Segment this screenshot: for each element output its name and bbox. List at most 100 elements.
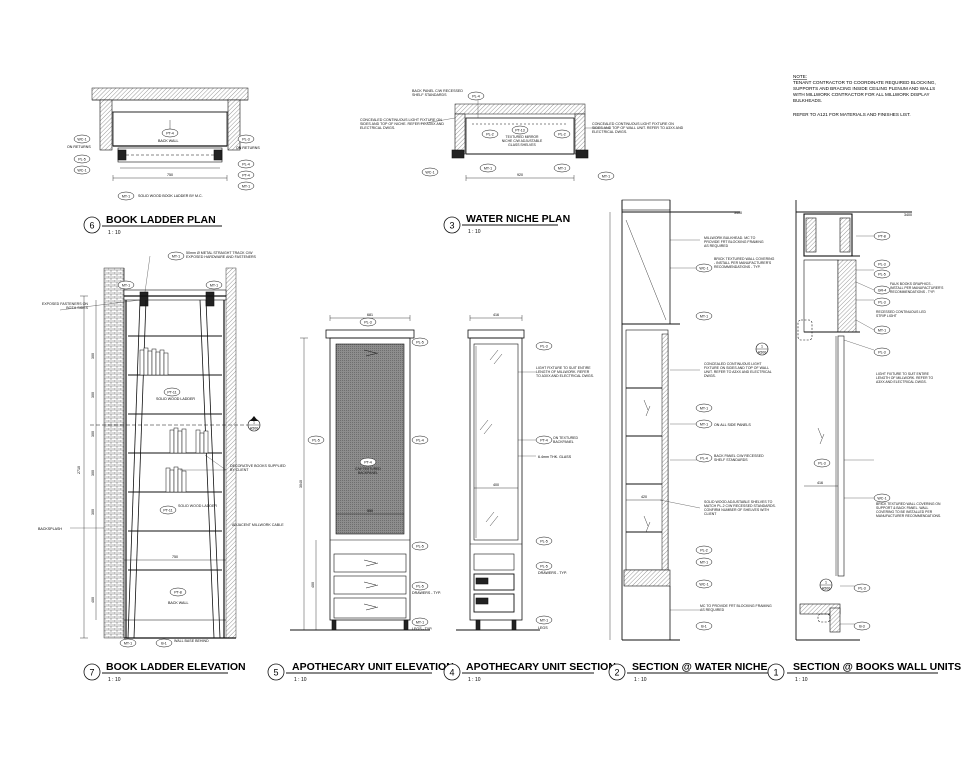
svg-text:WC-1: WC-1 [77, 137, 86, 141]
annotation: CONCEALED CONTINUOUS LIGHT FIXTURE ON SI… [592, 122, 683, 134]
tag-bubble: MT-1 [117, 191, 135, 201]
tag-bubble: MT-1 [167, 251, 185, 261]
svg-text:PL-2: PL-2 [558, 132, 566, 136]
dimension: 920 [517, 173, 523, 177]
annotation: BACK PANEL C/W RECESSED SHELF STANDARDS [714, 454, 764, 462]
dimension: 416 [817, 481, 823, 485]
view-title: APOTHECARY UNIT SECTION [466, 661, 616, 673]
general-note-reference: REFER TO A121 FOR MATERIALS AND FINISHES… [793, 112, 911, 117]
tag-bubble: WC-1 [695, 579, 713, 589]
tag-bubble: PL-3 [813, 458, 831, 468]
annotation: DRAWERS - TYP. [538, 571, 567, 575]
section-books-wall-tags: PT-8 PL-3 PL-5 GR-4 PL-3 MT-1 PL-3 PL-3 … [755, 213, 943, 631]
tag-bubble: MT-1 [535, 615, 553, 625]
tag-bubble: PT-8 [873, 231, 891, 241]
tag-bubble: MT-1 [479, 163, 497, 173]
book-ladder-elevation-tags: MT-1 MT-1 MT-1 PT-11 PT-11 PT-8 MT-1 B-1… [38, 251, 286, 648]
dimension: 300 [91, 509, 95, 515]
tag-bubble: MT-1 [597, 171, 615, 181]
annotation: 6.4mm THK. GLASS [538, 455, 572, 459]
tag-bubble: WC-1 [695, 263, 713, 273]
tag-bubble: MT-1 [695, 403, 713, 413]
annotation: SOLID WOOD LADDER [178, 504, 217, 508]
svg-text:PT-4: PT-4 [166, 131, 174, 135]
svg-text:PL-4: PL-4 [472, 94, 480, 98]
tag-bubble: PL-3 [535, 341, 553, 351]
svg-text:PT-8: PT-8 [878, 234, 886, 238]
view-title: SECTION @ WATER NICHE [632, 661, 767, 673]
svg-text:PL-3: PL-3 [242, 137, 250, 141]
svg-text:PL-4: PL-4 [700, 456, 708, 460]
svg-text:A500: A500 [250, 427, 258, 431]
annotation: WALL BASE BEHIND [174, 639, 209, 643]
annotation: ON RETURNS [67, 145, 91, 149]
annotation: DECORATIVE BOOKS SUPPLIED BY CLIENT [230, 464, 286, 472]
svg-text:B-1: B-1 [161, 641, 167, 645]
tag-bubble: MT-1 [411, 617, 429, 627]
tag-bubble: MT-1 [695, 311, 713, 321]
annotation: C/W TEXTURED BACKPANEL [355, 467, 381, 475]
svg-text:MT-1: MT-1 [700, 314, 708, 318]
svg-text:PL-3: PL-3 [540, 344, 548, 348]
tag-bubble: PL-3 [237, 134, 255, 144]
general-note: NOTE: TENANT CONTRACTOR TO COORDINATE RE… [793, 74, 936, 117]
svg-text:PL-3: PL-3 [818, 461, 826, 465]
tag-bubble: PT-11 [163, 387, 181, 397]
svg-text:PT-13: PT-13 [515, 128, 525, 132]
section-callout: 1 A500 [247, 416, 261, 432]
annotation: BACK PANEL C/W RECESSED SHELF STANDARDS [412, 89, 463, 97]
annotation: SOLID WOOD BOOK LADDER BY M.C. [138, 194, 203, 198]
svg-text:MT-1: MT-1 [122, 194, 130, 198]
view-scale: 1 : 10 [634, 677, 647, 683]
svg-text:PL-3: PL-3 [878, 350, 886, 354]
view-scale: 1 : 10 [294, 677, 307, 683]
tag-bubble: MT-1 [119, 638, 137, 648]
dimension: 3400 [904, 213, 912, 217]
svg-text:WC-1: WC-1 [77, 168, 86, 172]
svg-text:MT-1: MT-1 [602, 174, 610, 178]
svg-text:A500: A500 [758, 351, 766, 355]
general-note-line: SUPPORTS AND BRACING INSIDE CEILING PLEN… [793, 86, 935, 91]
svg-text:PL-5: PL-5 [416, 340, 424, 344]
tag-bubble: PL-4 [467, 91, 485, 101]
view-title-book-ladder-elevation: 7 BOOK LADDER ELEVATION 1 : 10 [83, 661, 246, 683]
tag-bubble: GR-4 [873, 285, 891, 295]
svg-text:PL-5: PL-5 [878, 272, 886, 276]
tag-bubble: PL-5 [411, 581, 429, 591]
tag-bubble: PL-5 [535, 536, 553, 546]
dimension: 750 [167, 173, 173, 177]
tag-bubble: PL-4 [237, 159, 255, 169]
tag-bubble: PL-3 [873, 347, 891, 357]
dimension: 400 [91, 597, 95, 603]
section-callout: 1 A500 [819, 578, 833, 592]
tag-bubble: WC-1 [73, 165, 91, 175]
view-title-apothecary-elevation: 5 APOTHECARY UNIT ELEVATION 1 : 10 [267, 661, 454, 683]
view-title: WATER NICHE PLAN [466, 213, 570, 225]
general-note-line: WITH MILLWORK CONTRACTOR FOR ALL MILLWOR… [793, 92, 930, 97]
svg-text:MT-1: MT-1 [700, 422, 708, 426]
annotation: CONCEALED CONTINUOUS LIGHT FIXTURE ON SI… [360, 118, 444, 130]
svg-text:PL-5: PL-5 [312, 438, 320, 442]
dimension: 300 [91, 353, 95, 359]
annotation: BACK WALL [168, 601, 188, 605]
dimension: 300 [91, 470, 95, 476]
svg-text:PL-2: PL-2 [486, 132, 494, 136]
annotation: SOLID WOOD LADDER [156, 397, 195, 401]
svg-text:MT-1: MT-1 [878, 328, 886, 332]
view-number: 7 [89, 668, 94, 678]
section-callout: 1 A500 [755, 342, 769, 356]
view-number: 6 [89, 221, 94, 231]
annotation: LIGHT FIXTURE TO SUIT ENTIRE LENGTH OF M… [536, 366, 594, 378]
tag-bubble: PL-4 [695, 453, 713, 463]
view-title-section-books-wall: 1 SECTION @ BOOKS WALL UNITS 1 : 10 [767, 661, 961, 683]
annotation: BACKSPLASH [38, 527, 62, 531]
water-niche-plan-tags: PL-4 PL-2 PT-13 PL-2 WC-1 MT-1 MT-1 MT-1… [360, 89, 683, 181]
view-number: 2 [614, 668, 619, 678]
tag-bubble: PL-5 [411, 337, 429, 347]
tag-bubble: PT-4 [237, 170, 255, 180]
svg-text:PL-3: PL-3 [878, 262, 886, 266]
dimension: 3400 [734, 211, 742, 215]
view-number: 4 [449, 668, 454, 678]
book-ladder-plan [91, 87, 249, 181]
